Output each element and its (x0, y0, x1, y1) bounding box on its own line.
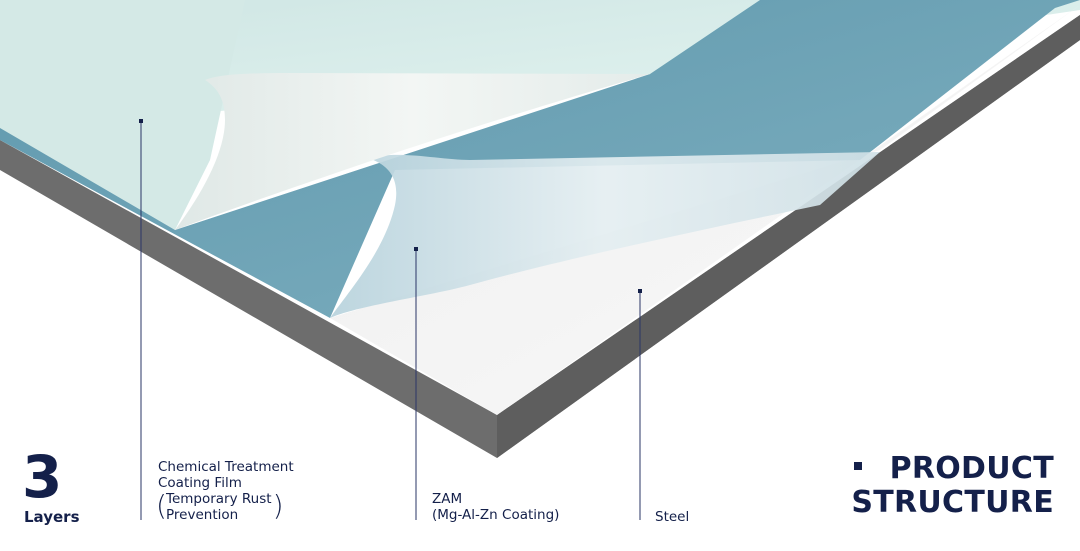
zam-curl (330, 152, 880, 318)
leader-dot-steel (638, 289, 642, 293)
label-zam-line-1: ZAM (432, 491, 463, 507)
steel-edge-shade (497, 15, 1080, 458)
label-film-note-line-2: Prevention (166, 507, 239, 523)
label-zam: ZAM (Mg-Al-Zn Coating) (432, 491, 559, 523)
title-bullet-icon (853, 461, 862, 470)
leader-dot-zam (414, 247, 418, 251)
label-film-line-1: Chemical Treatment (158, 459, 294, 475)
label-steel-line-1: Steel (655, 509, 690, 525)
film-sheet-left (0, 0, 245, 230)
leader-dot-film (139, 119, 143, 123)
label-chemical-treatment-film: Chemical Treatment Coating Film Temporar… (156, 459, 294, 523)
product-structure-title: PRODUCT STRUCTURE (851, 452, 1054, 520)
title-line-1: PRODUCT (889, 451, 1054, 486)
title-line-2: STRUCTURE (851, 485, 1054, 520)
label-steel: Steel (655, 509, 689, 525)
label-film-line-2: Coating Film (158, 475, 242, 491)
film-curl (175, 73, 650, 230)
label-film-note: Temporary Rust Prevention (156, 489, 283, 523)
layer-count-label: Layers (24, 508, 80, 526)
label-film-note-line-1: Temporary Rust (166, 491, 272, 507)
label-zam-line-2: (Mg-Al-Zn Coating) (432, 507, 560, 523)
layer-count: 3 (22, 443, 62, 511)
